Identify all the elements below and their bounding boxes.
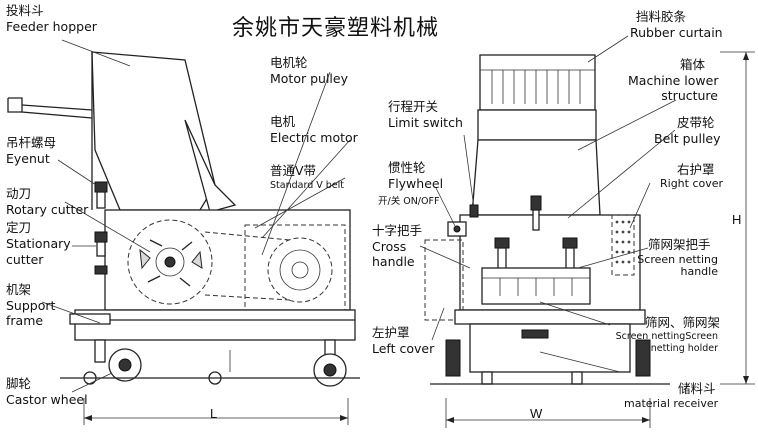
standard-v-belt-en: Standard V belt (270, 180, 344, 191)
flywheel-zh: 惯性轮 (388, 160, 426, 175)
electric-motor-zh: 电机 (270, 114, 296, 129)
material-receiver-en: material receiver (624, 397, 719, 410)
stationary-cutter-en1: Stationary (6, 236, 71, 251)
diagram-title: 余姚市天豪塑料机械 (232, 16, 440, 41)
screen-handle-en1: Screen netting (637, 253, 718, 266)
machine-lower-en2: structure (661, 88, 718, 103)
screen-holder-en2: netting holder (650, 343, 718, 354)
belt-pulley-en: Belt pulley (654, 131, 721, 146)
hopper-outline (91, 51, 216, 211)
left-cover-zh: 左护罩 (372, 325, 410, 340)
left-cover-en: Left cover (372, 341, 435, 356)
right-cover-en: Right cover (660, 177, 724, 190)
receiver-box (469, 323, 631, 373)
feeder-hopper-en: Feeder hopper (6, 19, 97, 34)
dimension-w: W (530, 406, 543, 421)
rotary-cutter-en: Rotary cutter (6, 202, 89, 217)
leader-lines (41, 35, 677, 393)
eyenut-zh: 吊杆螺母 (6, 135, 57, 150)
screen-handle-en2: handle (680, 265, 719, 278)
stationary-cutter-en2: cutter (6, 252, 44, 267)
rubber-curtain-en: Rubber curtain (630, 25, 723, 40)
rubber-curtain-zh: 挡料胶条 (636, 9, 687, 24)
motor-pulley-en: Motor pulley (270, 71, 348, 86)
rotary-cutter-zh: 动刀 (6, 186, 32, 201)
support-frame-zh: 机架 (6, 282, 32, 297)
cross-handle-en2: handle (372, 254, 415, 269)
motor-pulley (267, 237, 333, 303)
castor-wheel-zh: 脚轮 (6, 376, 32, 391)
electric-motor-en: Electric motor (270, 130, 358, 145)
feeder-hopper-zh: 投料斗 (6, 3, 44, 18)
material-receiver-zh: 储料斗 (678, 381, 716, 396)
dimension-h: H (732, 212, 742, 227)
flywheel-en: Flywheel (388, 176, 444, 191)
support-frame-en1: Support (6, 298, 56, 313)
cross-handle-en1: Cross (372, 239, 407, 254)
limit-switch-zh: 行程开关 (388, 99, 439, 114)
front-view (424, 51, 755, 428)
side-view (7, 51, 360, 425)
eyenut-en: Eyenut (6, 151, 50, 166)
screen-handle-zh: 筛网架把手 (648, 237, 711, 252)
machine-lower-en1: Machine lower (628, 73, 719, 88)
rotor-circle (127, 219, 213, 305)
machine-lower-zh: 箱体 (680, 57, 706, 72)
screen-holder-en1: Screen nettingScreen (615, 331, 718, 342)
right-cover-zh: 右护罩 (677, 162, 715, 177)
curtain-box (479, 54, 596, 111)
on-off-label: 开/关 ON/OFF (378, 196, 440, 207)
motor-pulley-zh: 电机轮 (270, 55, 308, 70)
cross-handle-zh: 十字把手 (372, 223, 423, 238)
castor-wheel-en: Castor wheel (6, 392, 88, 407)
dimension-l: L (210, 406, 218, 421)
screen-holder-zh: 筛网、筛网架 (645, 315, 721, 330)
support-frame-en2: frame (6, 313, 44, 328)
stationary-cutter-zh: 定刀 (6, 220, 32, 235)
limit-switch-en: Limit switch (388, 115, 463, 130)
support-frame-rect (74, 309, 356, 341)
standard-v-belt-zh: 普通V带 (270, 163, 317, 178)
belt-pulley-zh: 皮带轮 (677, 115, 715, 130)
